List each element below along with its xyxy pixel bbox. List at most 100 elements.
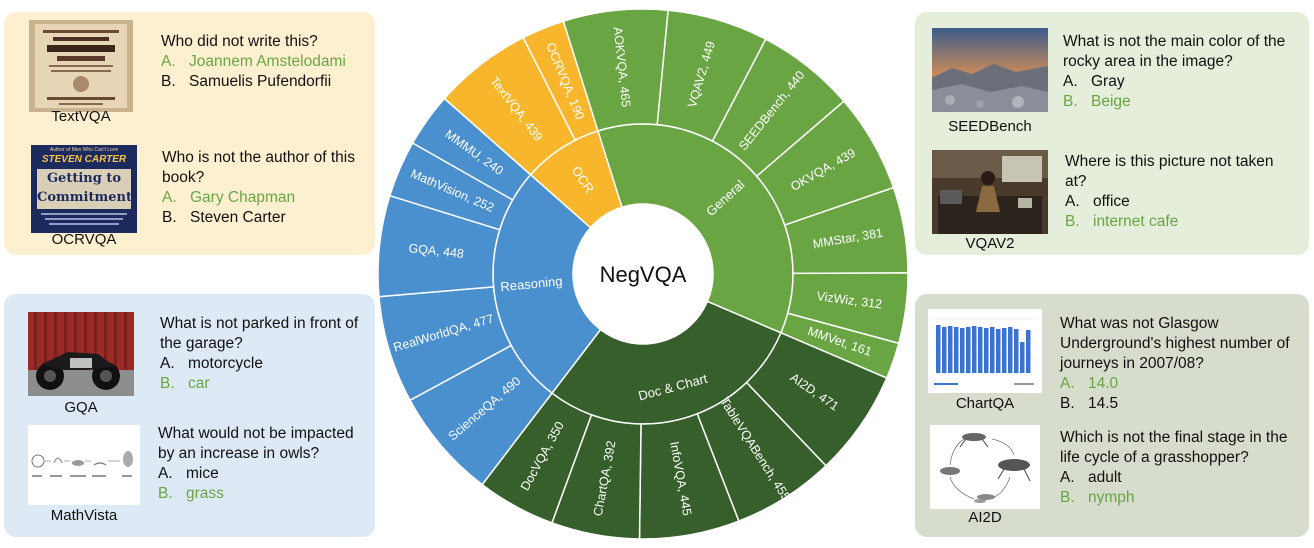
dataset-caption: VQAV2	[965, 235, 1015, 252]
option-text: internet cafe	[1093, 213, 1179, 230]
option-letter: B.	[1060, 395, 1075, 412]
question-text: What would not be impacted by an increas…	[158, 425, 354, 462]
option-letter: A.	[1063, 73, 1078, 90]
textvqa-image	[29, 20, 133, 112]
option-text: 14.5	[1088, 395, 1119, 412]
dataset-caption: ChartQA	[955, 395, 1015, 412]
question-text: Who did not write this?	[161, 33, 318, 50]
option-letter: B.	[1060, 489, 1075, 506]
option-letter: B.	[1065, 213, 1080, 230]
option-text: grass	[186, 485, 224, 502]
answer-option: A. 14.0	[1060, 374, 1300, 394]
answer-option: A. mice	[158, 464, 370, 484]
option-text: adult	[1088, 469, 1122, 486]
answer-option: A. Gray	[1063, 72, 1299, 92]
seedbench-image	[932, 28, 1048, 112]
option-text: office	[1093, 193, 1130, 210]
answer-option: A. office	[1065, 192, 1297, 212]
dataset-caption: GQA	[64, 399, 98, 416]
option-letter: A.	[158, 465, 173, 482]
question-block: Who is not the author of this book? A. G…	[162, 148, 362, 228]
answer-option: B. Beige	[1063, 92, 1299, 112]
ai2d-image	[930, 425, 1040, 509]
book-subtitle-line	[45, 218, 123, 220]
doc-chart-examples-panel: ChartQA What was not Glasgow Underground…	[915, 294, 1309, 537]
book-author: STEVEN CARTER	[41, 154, 127, 165]
option-text: nymph	[1088, 489, 1135, 506]
answer-option: B. Samuelis Pufendorfii	[161, 72, 371, 92]
answer-option: B. internet cafe	[1065, 212, 1297, 232]
ocr-examples-panel: TextVQA Who did not write this? A. Joann…	[4, 12, 375, 255]
option-text: Joannem Amstelodami	[189, 53, 346, 70]
answer-option: B. nymph	[1060, 488, 1300, 508]
food-chain-icon	[28, 425, 140, 505]
mathvista-image	[28, 425, 140, 505]
sunburst-center-hole	[573, 204, 713, 344]
dataset-caption: MathVista	[50, 507, 118, 524]
option-letter: A.	[1060, 469, 1075, 486]
answer-option: B. 14.5	[1060, 394, 1300, 414]
general-examples-panel: SEEDBench What is not the main color of …	[915, 12, 1309, 255]
question-text: What is not parked in front of the garag…	[160, 315, 359, 352]
reasoning-examples-panel: GQA What is not parked in front of the g…	[4, 294, 375, 537]
option-letter: B.	[161, 73, 176, 90]
dataset-label-gqa: GQA, 448	[408, 241, 465, 261]
answer-option: A. adult	[1060, 468, 1300, 488]
grasshopper-life-cycle-icon	[930, 425, 1040, 509]
question-block: What is not parked in front of the garag…	[160, 314, 370, 394]
option-text: Gray	[1091, 73, 1125, 90]
option-letter: A.	[161, 53, 176, 70]
option-letter: A.	[162, 189, 177, 206]
rocky-landscape-icon	[932, 28, 1048, 112]
option-letter: B.	[1063, 93, 1078, 110]
dataset-slice-ocrvqa	[522, 20, 599, 142]
question-block: Which is not the final stage in the life…	[1060, 428, 1300, 508]
question-block: What would not be impacted by an increas…	[158, 424, 370, 504]
dataset-caption: AI2D	[968, 509, 1002, 526]
question-text: What was not Glasgow Underground's highe…	[1060, 315, 1290, 372]
answer-option: A. motorcycle	[160, 354, 370, 374]
dataset-caption: TextVQA	[51, 108, 111, 125]
office-room-icon	[932, 150, 1048, 234]
option-text: motorcycle	[188, 355, 263, 372]
chartqa-image	[928, 309, 1042, 393]
dataset-caption: SEEDBench	[948, 118, 1032, 135]
motorcycle-garage-icon	[28, 312, 134, 396]
answer-option: B. car	[160, 374, 370, 394]
book-subtitle-line	[49, 223, 119, 225]
vqav2-image	[932, 150, 1048, 234]
question-block: Who did not write this? A. Joannem Amste…	[161, 32, 371, 92]
answer-option: B. grass	[158, 484, 370, 504]
book-title: Getting to Commitment	[37, 169, 131, 209]
center-title: NegVQA	[600, 262, 687, 287]
option-letter: A.	[1060, 375, 1075, 392]
option-letter: B.	[160, 375, 175, 392]
book-subtitle-line	[41, 213, 127, 215]
question-block: What was not Glasgow Underground's highe…	[1060, 314, 1300, 414]
question-text: Who is not the author of this book?	[162, 149, 355, 186]
question-block: Where is this picture not taken at? A. o…	[1065, 152, 1297, 232]
question-text: Where is this picture not taken at?	[1065, 153, 1274, 190]
bar-chart-thumbnail-icon	[928, 309, 1042, 393]
sunburst-inner-ring	[492, 123, 794, 425]
option-letter: B.	[162, 209, 177, 226]
answer-option: A. Gary Chapman	[162, 188, 362, 208]
option-letter: A.	[160, 355, 175, 372]
option-text: Gary Chapman	[190, 189, 296, 206]
ocrvqa-book-cover: Author of Men Who Can't Love STEVEN CART…	[31, 145, 137, 233]
option-text: mice	[186, 465, 219, 482]
option-text: car	[188, 375, 210, 392]
category-label-reasoning: Reasoning	[500, 273, 563, 294]
option-text: Samuelis Pufendorfii	[189, 73, 332, 90]
answer-option: A. Joannem Amstelodami	[161, 52, 371, 72]
book-top-line: Author of Men Who Can't Love	[49, 147, 119, 153]
question-text: Which is not the final stage in the life…	[1060, 429, 1288, 466]
gqa-image	[28, 312, 134, 396]
question-block: What is not the main color of the rocky …	[1063, 32, 1299, 112]
option-letter: B.	[158, 485, 173, 502]
option-text: Beige	[1091, 93, 1131, 110]
dataset-caption: OCRVQA	[51, 231, 117, 248]
answer-option: B. Steven Carter	[162, 208, 362, 228]
old-book-title-page-icon	[29, 20, 133, 112]
